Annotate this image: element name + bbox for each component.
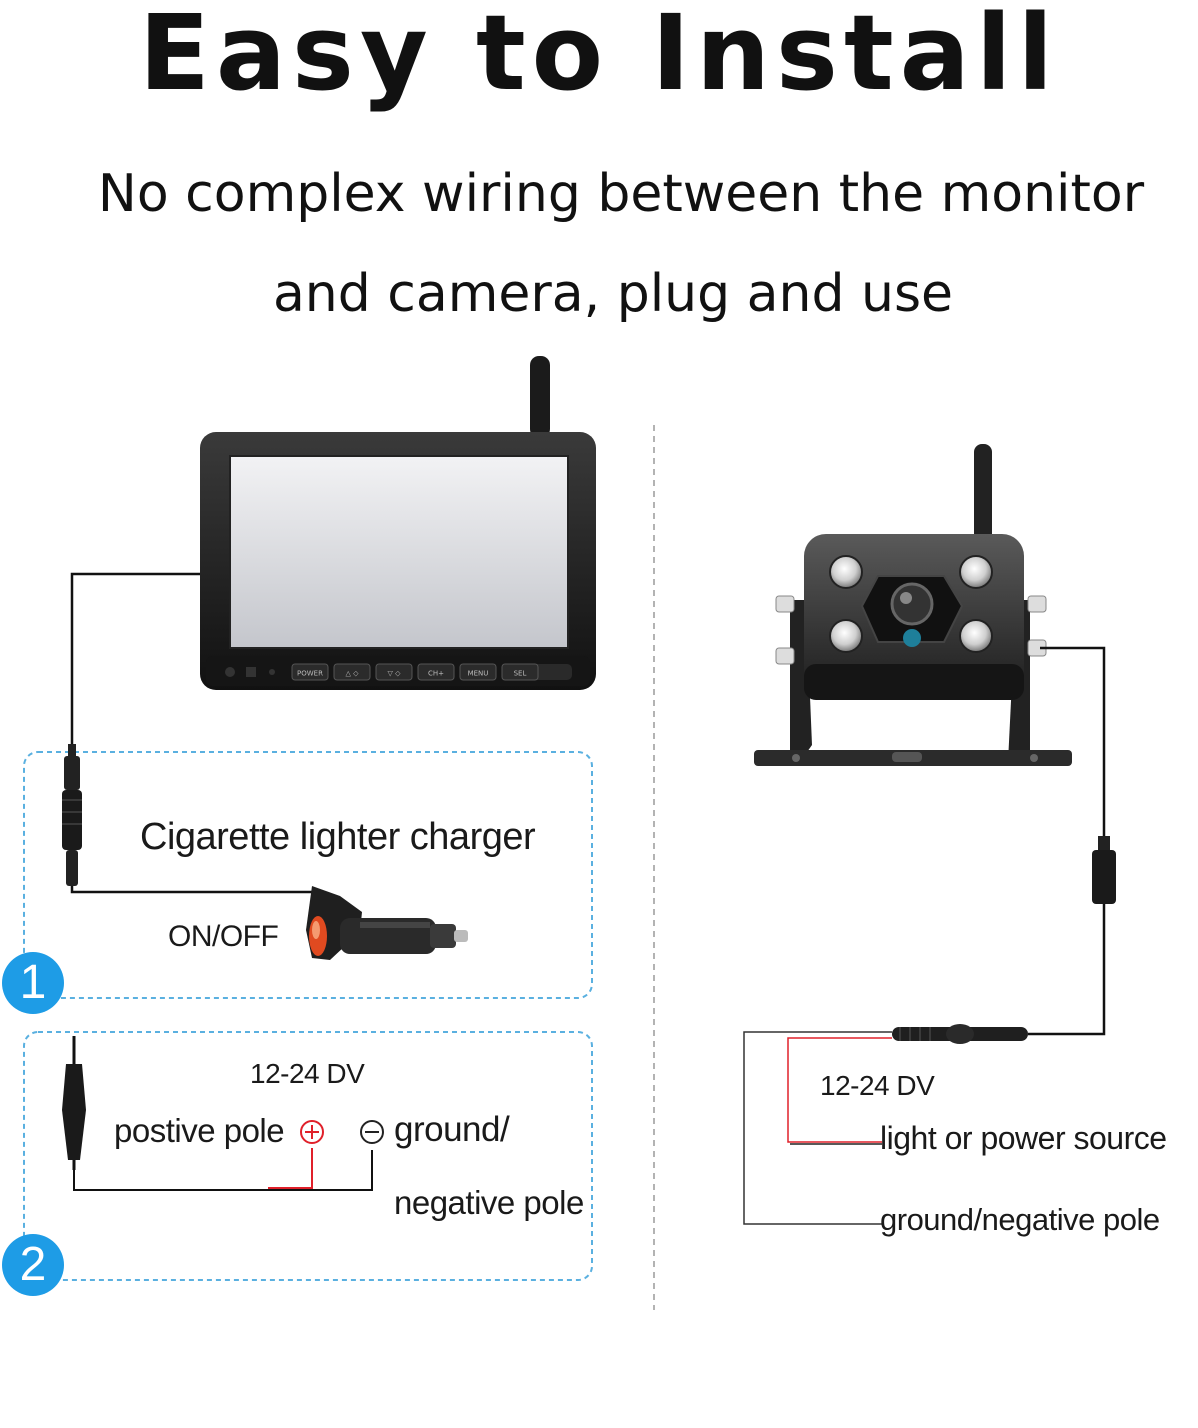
monitor-button: [291, 663, 329, 681]
monitor-button-label: SEL: [514, 670, 527, 678]
monitor-button: [459, 663, 497, 681]
camera-barrel-connector: [1092, 836, 1116, 904]
negative-pole-label: negative pole: [394, 1184, 584, 1221]
monitor-antenna: [530, 356, 550, 438]
monitor-button-label: ▽ ◇: [388, 670, 402, 678]
step2-black-wire: [73, 1150, 373, 1191]
step2-voltage-label: 12-24 DV: [250, 1058, 365, 1089]
step1-number-badge: 1: [2, 952, 64, 1014]
barrel-connector-1: [62, 744, 82, 886]
camera-ground-label: ground/negative pole: [880, 1202, 1160, 1237]
camera-led: [829, 619, 863, 653]
camera-cable: [1040, 646, 1106, 840]
page-title: Easy to Install: [138, 0, 1060, 114]
inline-connector: [892, 1024, 1028, 1044]
camera-led: [959, 619, 993, 653]
step2-red-wire: [268, 1148, 313, 1189]
monitor-button-label: POWER: [297, 670, 323, 678]
monitor-button: [501, 663, 539, 681]
lighter-cable: [70, 886, 320, 894]
camera-voltage-label: 12-24 DV: [820, 1070, 935, 1101]
camera-ground-wire: [743, 1031, 892, 1225]
monitor-button: [375, 663, 413, 681]
positive-pole-label: postive pole: [114, 1112, 285, 1149]
monitor-button: [417, 663, 455, 681]
monitor-illustration: POWER △ ◇ ▽ ◇ CH+ MENU SEL: [200, 356, 596, 690]
camera-power-wire: [787, 1037, 892, 1143]
monitor-button-label: CH+: [428, 670, 444, 678]
step1-label: Cigarette lighter charger: [140, 816, 536, 858]
alligator-clip: [62, 1036, 86, 1170]
camera-led: [959, 555, 993, 589]
camera-illustration: [754, 444, 1072, 766]
plus-icon: [300, 1120, 324, 1144]
camera-lens: [890, 582, 934, 626]
monitor-power-cable: [70, 572, 200, 746]
step1-box: [23, 751, 593, 999]
cigarette-lighter-plug: [306, 886, 468, 960]
monitor-button-label: △ ◇: [346, 670, 360, 678]
subtitle-line-1: No complex wiring between the monitor: [97, 164, 1145, 224]
minus-icon: [360, 1120, 384, 1144]
camera-led: [829, 555, 863, 589]
camera-power-label: light or power source: [880, 1120, 1167, 1156]
ground-label: ground/: [394, 1110, 510, 1149]
monitor-button-label: MENU: [468, 670, 489, 678]
step2-box: [23, 1031, 593, 1281]
on-off-label: ON/OFF: [168, 920, 279, 953]
monitor-button: [333, 663, 371, 681]
monitor-screen: [229, 455, 569, 649]
camera-antenna: [974, 444, 992, 544]
monitor-button-row: POWER △ ◇ ▽ ◇ CH+ MENU SEL: [291, 663, 539, 681]
subtitle-line-2: and camera, plug and use: [272, 264, 954, 324]
step2-number-badge: 2: [2, 1234, 64, 1296]
